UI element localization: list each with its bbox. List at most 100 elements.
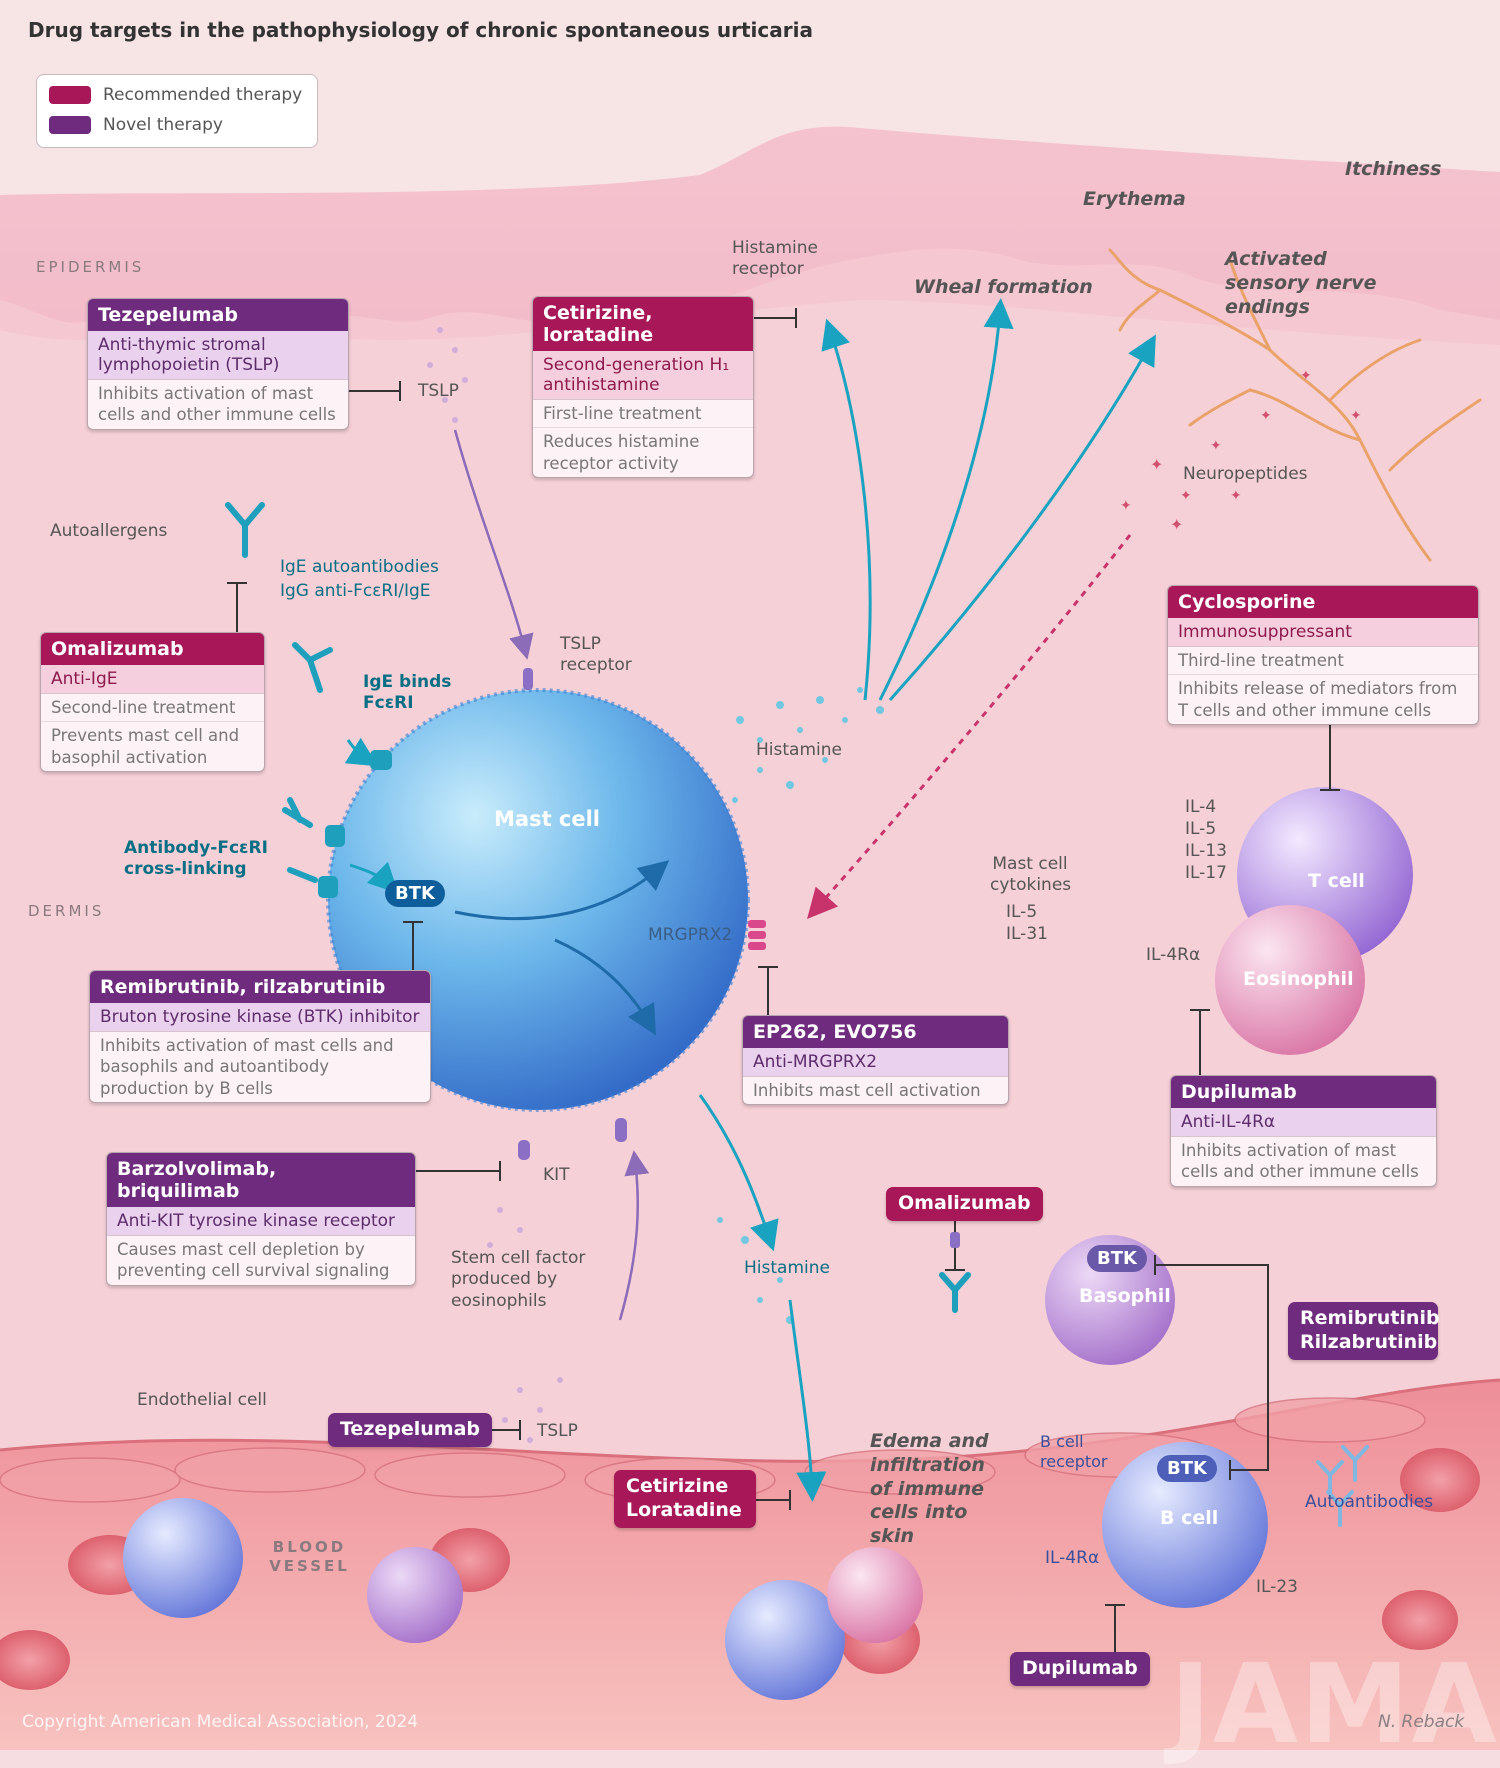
cetirizine-box: Cetirizine, loratadine Second-generation…	[532, 296, 754, 479]
antibody-crosslinking-label: Antibody-FcεRI cross-linking	[124, 838, 268, 880]
itchiness-label: Itchiness	[1345, 158, 1442, 180]
dupilumab-description: Inhibits activation of mast cells and ot…	[1181, 1141, 1419, 1182]
il4ra-label: IL-4Rα	[1146, 945, 1201, 965]
cyclosporine-class: Immunosuppressant	[1168, 618, 1478, 647]
edema-label: Edema and infiltration of immune cells i…	[870, 1430, 989, 1547]
histamine-lower-label: Histamine	[744, 1258, 830, 1278]
omalizumab-pill: Omalizumab	[886, 1187, 1043, 1221]
endothelial-cell-label: Endothelial cell	[137, 1390, 267, 1410]
cyclosporine-header: Cyclosporine	[1168, 586, 1478, 618]
cetirizine-header: Cetirizine, loratadine	[533, 297, 753, 351]
svg-text:✦: ✦	[1260, 408, 1272, 424]
dermis-label: DERMIS	[28, 902, 105, 920]
cetirizine-description: Reduces histamine receptor activity	[543, 432, 700, 473]
tslp-label: TSLP	[418, 381, 459, 401]
dupilumab-box: Dupilumab Anti-IL-4Rα Inhibits activatio…	[1170, 1075, 1437, 1187]
legend-novel-swatch	[49, 116, 91, 134]
legend-novel: Novel therapy	[49, 115, 223, 135]
il23-label: IL-23	[1256, 1577, 1298, 1597]
svg-text:✦: ✦	[1230, 488, 1242, 504]
basophil-label: Basophil	[1079, 1285, 1171, 1307]
interleukin-list-label: IL-4 IL-5 IL-13 IL-17	[1185, 797, 1227, 884]
mast-cell-cytokines-label: Mast cell cytokines	[990, 854, 1072, 896]
autoantibodies-label: Autoantibodies	[1305, 1492, 1434, 1512]
cyclosporine-description: Inhibits release of mediators from T cel…	[1178, 679, 1458, 720]
cetirizine-line: First-line treatment	[533, 400, 753, 429]
svg-text:✦: ✦	[1210, 438, 1222, 454]
copyright-text: Copyright American Medical Association, …	[22, 1712, 419, 1732]
wheal-formation-label: Wheal formation	[914, 276, 1093, 298]
ep262-box: EP262, EVO756 Anti-MRGPRX2 Inhibits mast…	[742, 1015, 1009, 1106]
autoallergens-label: Autoallergens	[50, 521, 168, 541]
btk-mast-badge: BTK	[385, 880, 445, 907]
b-cell-receptor-label: B cell receptor	[1040, 1432, 1108, 1471]
neuropeptides-label: Neuropeptides	[1183, 464, 1308, 484]
sensory-nerve-label: Activated sensory nerve endings	[1225, 248, 1377, 318]
dupilumab-pill: Dupilumab	[1010, 1652, 1150, 1686]
svg-text:✦: ✦	[1120, 498, 1132, 514]
cetirizine-class: Second-generation H₁ antihistamine	[533, 351, 753, 400]
barzolvolimab-header: Barzolvolimab, briquilimab	[107, 1153, 415, 1207]
ige-autoantibodies-label: IgE autoantibodies	[280, 557, 439, 577]
il31-label: IL-31	[1006, 924, 1048, 944]
figure-title: Drug targets in the pathophysiology of c…	[28, 18, 813, 42]
legend-novel-label: Novel therapy	[103, 115, 223, 135]
omalizumab-description: Prevents mast cell and basophil activati…	[51, 726, 240, 767]
mast-cell-label: Mast cell	[494, 807, 601, 831]
omalizumab-header: Omalizumab	[41, 633, 264, 665]
blood-vessel-label: BLOOD VESSEL	[269, 1538, 350, 1575]
histamine-receptor-label: Histamine receptor	[732, 238, 818, 280]
svg-text:✦: ✦	[1150, 455, 1163, 474]
cyclosporine-box: Cyclosporine Immunosuppressant Third-lin…	[1167, 585, 1479, 726]
artist-signature: N. Reback	[1378, 1712, 1465, 1732]
stem-cell-factor-label: Stem cell factor produced by eosinophils	[451, 1248, 586, 1311]
tezepelumab-box: Tezepelumab Anti-thymic stromal lymphopo…	[87, 298, 349, 430]
barzolvolimab-description: Causes mast cell depletion by preventing…	[117, 1240, 390, 1281]
tezepelumab-description: Inhibits activation of mast cells and ot…	[98, 384, 336, 425]
tezepelumab-class: Anti-thymic stromal lymphopoietin (TSLP)	[88, 331, 348, 380]
dupilumab-class: Anti-IL-4Rα	[1171, 1108, 1436, 1137]
t-cell-label: T cell	[1308, 870, 1365, 892]
tslp-lower-label: TSLP	[537, 1421, 578, 1441]
b-cell-label: B cell	[1160, 1507, 1219, 1529]
dupilumab-header: Dupilumab	[1171, 1076, 1436, 1108]
cyclosporine-line: Third-line treatment	[1168, 647, 1478, 676]
legend-recommended-swatch	[49, 86, 91, 104]
cetirizine-pill: Cetirizine Loratadine	[614, 1470, 756, 1528]
legend: Recommended therapy Novel therapy	[36, 74, 318, 148]
barzolvolimab-class: Anti-KIT tyrosine kinase receptor	[107, 1207, 415, 1236]
ep262-header: EP262, EVO756	[743, 1016, 1008, 1048]
jama-logo: JAMA	[1170, 1640, 1499, 1768]
epidermis-label: EPIDERMIS	[36, 258, 145, 276]
barzolvolimab-box: Barzolvolimab, briquilimab Anti-KIT tyro…	[106, 1152, 416, 1286]
tslp-receptor-label: TSLP receptor	[560, 634, 632, 676]
erythema-label: Erythema	[1083, 188, 1186, 210]
svg-text:✦: ✦	[1350, 408, 1362, 424]
il5-label: IL-5	[1006, 902, 1038, 922]
remibrutinib-header: Remibrutinib, rilzabrutinib	[90, 971, 430, 1003]
il4ra-bcell-label: IL-4Rα	[1045, 1548, 1100, 1568]
kit-label: KIT	[543, 1165, 570, 1185]
histamine-label: Histamine	[756, 740, 842, 760]
svg-text:✦: ✦	[1170, 515, 1183, 534]
ige-binds-label: IgE binds FcεRI	[363, 672, 452, 714]
svg-text:✦: ✦	[1300, 368, 1312, 384]
btk-bcell-badge: BTK	[1157, 1455, 1217, 1482]
remibrutinib-box: Remibrutinib, rilzabrutinib Bruton tyros…	[89, 970, 431, 1104]
remibrutinib-class: Bruton tyrosine kinase (BTK) inhibitor	[90, 1003, 430, 1032]
omalizumab-box: Omalizumab Anti-IgE Second-line treatmen…	[40, 632, 265, 773]
remibrutinib-description: Inhibits activation of mast cells and ba…	[100, 1036, 394, 1098]
mrgprx2-label: MRGPRX2	[648, 925, 733, 945]
legend-recommended-label: Recommended therapy	[103, 85, 303, 105]
eosinophil-label: Eosinophil	[1243, 968, 1354, 990]
tezepelumab-header: Tezepelumab	[88, 299, 348, 331]
ep262-description: Inhibits mast cell activation	[753, 1081, 981, 1100]
legend-recommended: Recommended therapy	[49, 85, 302, 105]
btk-basophil-badge: BTK	[1087, 1245, 1147, 1272]
igg-autoantibodies-label: IgG anti-FcεRI/IgE	[280, 581, 431, 601]
remibrutinib-pill: Remibrutinib Rilzabrutinib	[1288, 1302, 1440, 1360]
omalizumab-class: Anti-IgE	[41, 665, 264, 694]
omalizumab-line: Second-line treatment	[41, 694, 264, 723]
ep262-class: Anti-MRGPRX2	[743, 1048, 1008, 1077]
